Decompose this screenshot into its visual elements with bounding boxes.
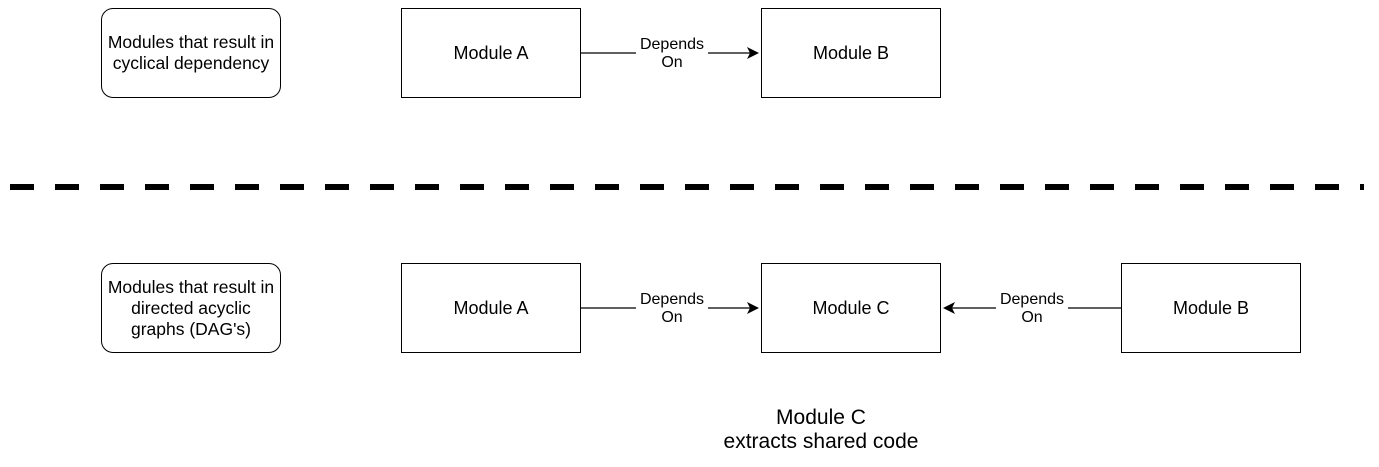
legend-cyclical-label: Modules that result in cyclical dependen…	[107, 32, 275, 73]
top-edge-a-b-label: Depends On	[636, 36, 708, 72]
bottom-module-a[interactable]: Module A	[401, 263, 581, 353]
legend-dag: Modules that result in directed acyclic …	[101, 263, 281, 353]
top-module-b[interactable]: Module B	[761, 8, 941, 98]
top-module-b-label: Module B	[812, 42, 890, 63]
top-edge-a-b-label-line2: On	[661, 54, 683, 71]
bottom-edge-b-c-label-line1: Depends	[999, 291, 1065, 308]
bottom-edge-b-c-label: Depends On	[996, 291, 1068, 327]
top-module-a-label: Module A	[453, 42, 529, 63]
bottom-edge-a-c-label: Depends On	[636, 291, 708, 327]
bottom-module-c-label: Module C	[812, 297, 890, 318]
module-c-caption: Module C extracts shared code	[691, 406, 951, 454]
bottom-edge-a-c-label-line2: On	[661, 309, 683, 326]
legend-cyclical-dependency: Modules that result in cyclical dependen…	[101, 8, 281, 98]
bottom-module-b-label: Module B	[1172, 297, 1250, 318]
top-module-a[interactable]: Module A	[401, 8, 581, 98]
bottom-edge-b-c-label-line2: On	[1021, 309, 1043, 326]
legend-dag-label: Modules that result in directed acyclic …	[107, 276, 275, 339]
top-edge-a-b-label-line1: Depends	[639, 36, 705, 53]
bottom-edge-a-c-label-line1: Depends	[639, 291, 705, 308]
bottom-module-c[interactable]: Module C	[761, 263, 941, 353]
module-c-caption-line2: extracts shared code	[723, 430, 919, 453]
module-c-caption-line1: Module C	[776, 406, 866, 429]
bottom-module-a-label: Module A	[453, 297, 529, 318]
bottom-module-b[interactable]: Module B	[1121, 263, 1301, 353]
